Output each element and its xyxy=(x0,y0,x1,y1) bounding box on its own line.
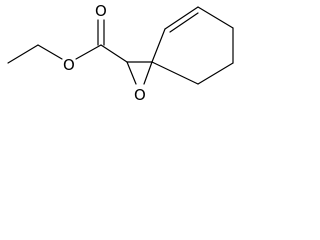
atom-carbonyl-oxygen: O xyxy=(95,2,107,20)
bond-ethyl-c1-c2 xyxy=(7,44,39,64)
bond-ring-c3-c4 xyxy=(197,6,234,29)
bond-ethyl-c2-ester-o xyxy=(37,44,63,60)
bond-ring-c2-c3-double xyxy=(169,12,199,33)
molecule-svg: O O O xyxy=(7,2,234,104)
atom-epoxide-oxygen: O xyxy=(134,86,146,104)
bond-ester-o-carbonyl-c xyxy=(75,44,102,60)
bond-ring-spiro-c2 xyxy=(151,28,166,63)
structure-diagram: O O O xyxy=(0,0,254,111)
bond-spiro-c-epoxide-o xyxy=(143,61,153,85)
bond-ring-c6-spiro xyxy=(151,61,199,85)
bond-ring-c5-c6 xyxy=(197,62,234,85)
atom-ester-oxygen: O xyxy=(63,56,75,74)
bond-carbonyl-c-epoxide-c xyxy=(100,44,128,63)
bond-ring-c2-c3 xyxy=(164,6,199,30)
bond-epoxide-c-o xyxy=(126,61,137,85)
